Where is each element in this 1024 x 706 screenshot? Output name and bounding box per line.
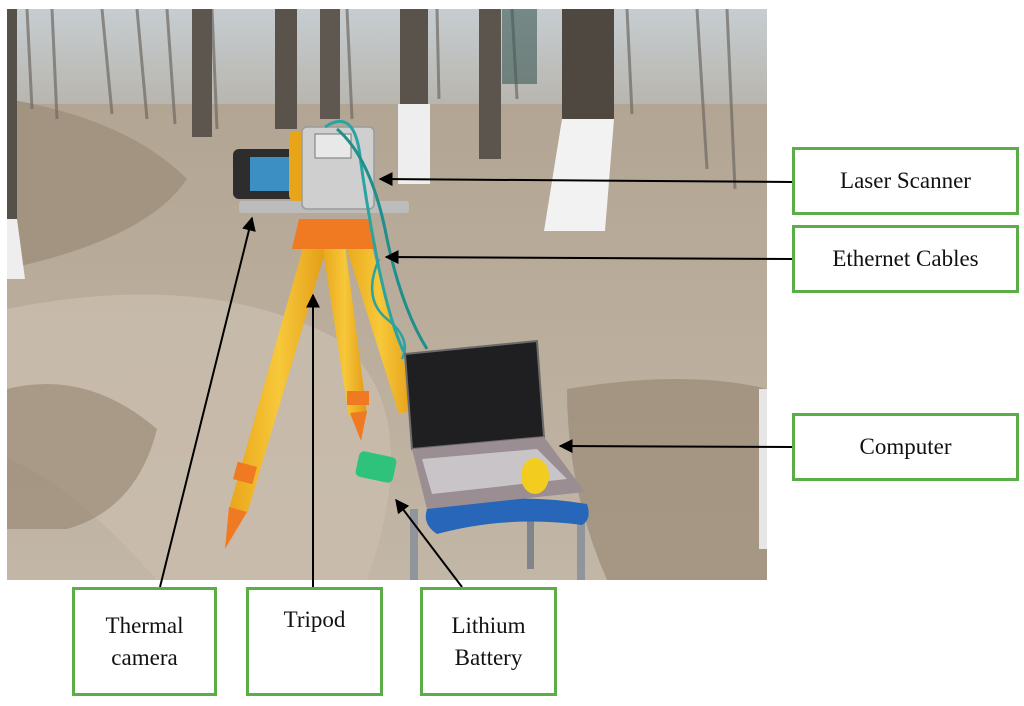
- tripod-leg-right: [342, 231, 417, 414]
- label-text: camera: [111, 644, 178, 670]
- label-tripod: Tripod: [246, 587, 383, 696]
- ethernet-cable: [324, 120, 407, 355]
- field-photo: [7, 9, 767, 580]
- label-laser-scanner: Laser Scanner: [792, 147, 1019, 215]
- label-text: Thermal: [105, 613, 184, 639]
- leaf-litter-left: [7, 384, 157, 529]
- label-text: Computer: [859, 434, 952, 460]
- tripod-clamp: [347, 391, 369, 405]
- label-text: Battery: [454, 644, 523, 670]
- label-thermal-camera: Thermal camera: [72, 587, 217, 696]
- tree-trunk: [759, 389, 767, 549]
- tree-trunk: [562, 9, 614, 119]
- left-mound: [7, 99, 187, 269]
- laptop-screen: [403, 339, 546, 451]
- stool-leg: [577, 504, 585, 580]
- stool-leg: [410, 509, 418, 580]
- label-text: Ethernet Cables: [832, 246, 979, 272]
- tree-trunk-whitewash: [544, 119, 614, 231]
- mouse: [521, 458, 549, 494]
- tree-trunk-whitewash: [7, 219, 25, 279]
- tree-trunk: [320, 9, 340, 119]
- evergreen: [502, 9, 537, 84]
- tree-trunk: [192, 9, 212, 137]
- background-trees: [25, 9, 737, 190]
- stool-leg: [527, 509, 534, 569]
- tripod-head: [292, 219, 377, 249]
- tree-trunk: [479, 9, 501, 159]
- tripod-foot-center: [350, 411, 367, 441]
- label-text: Lithium: [451, 613, 526, 639]
- label-text: Tripod: [283, 607, 346, 632]
- tripod-leg-center: [322, 244, 367, 417]
- stool-seat: [425, 498, 589, 534]
- label-computer: Computer: [792, 413, 1019, 481]
- tripod-leg-left: [229, 234, 329, 514]
- ethernet-cable: [370, 258, 407, 360]
- lithium-battery: [355, 451, 397, 483]
- tree-trunk: [7, 9, 17, 219]
- tree-trunk-whitewash: [398, 104, 430, 184]
- ethernet-cable: [336, 127, 429, 350]
- label-ethernet-cables: Ethernet Cables: [792, 225, 1019, 293]
- tree-trunk: [400, 9, 428, 104]
- thermal-camera-screen: [250, 157, 290, 191]
- label-text: Laser Scanner: [840, 168, 971, 194]
- label-lithium-battery: Lithium Battery: [420, 587, 557, 696]
- leaf-litter-right: [567, 379, 767, 580]
- tree-trunk: [275, 9, 297, 129]
